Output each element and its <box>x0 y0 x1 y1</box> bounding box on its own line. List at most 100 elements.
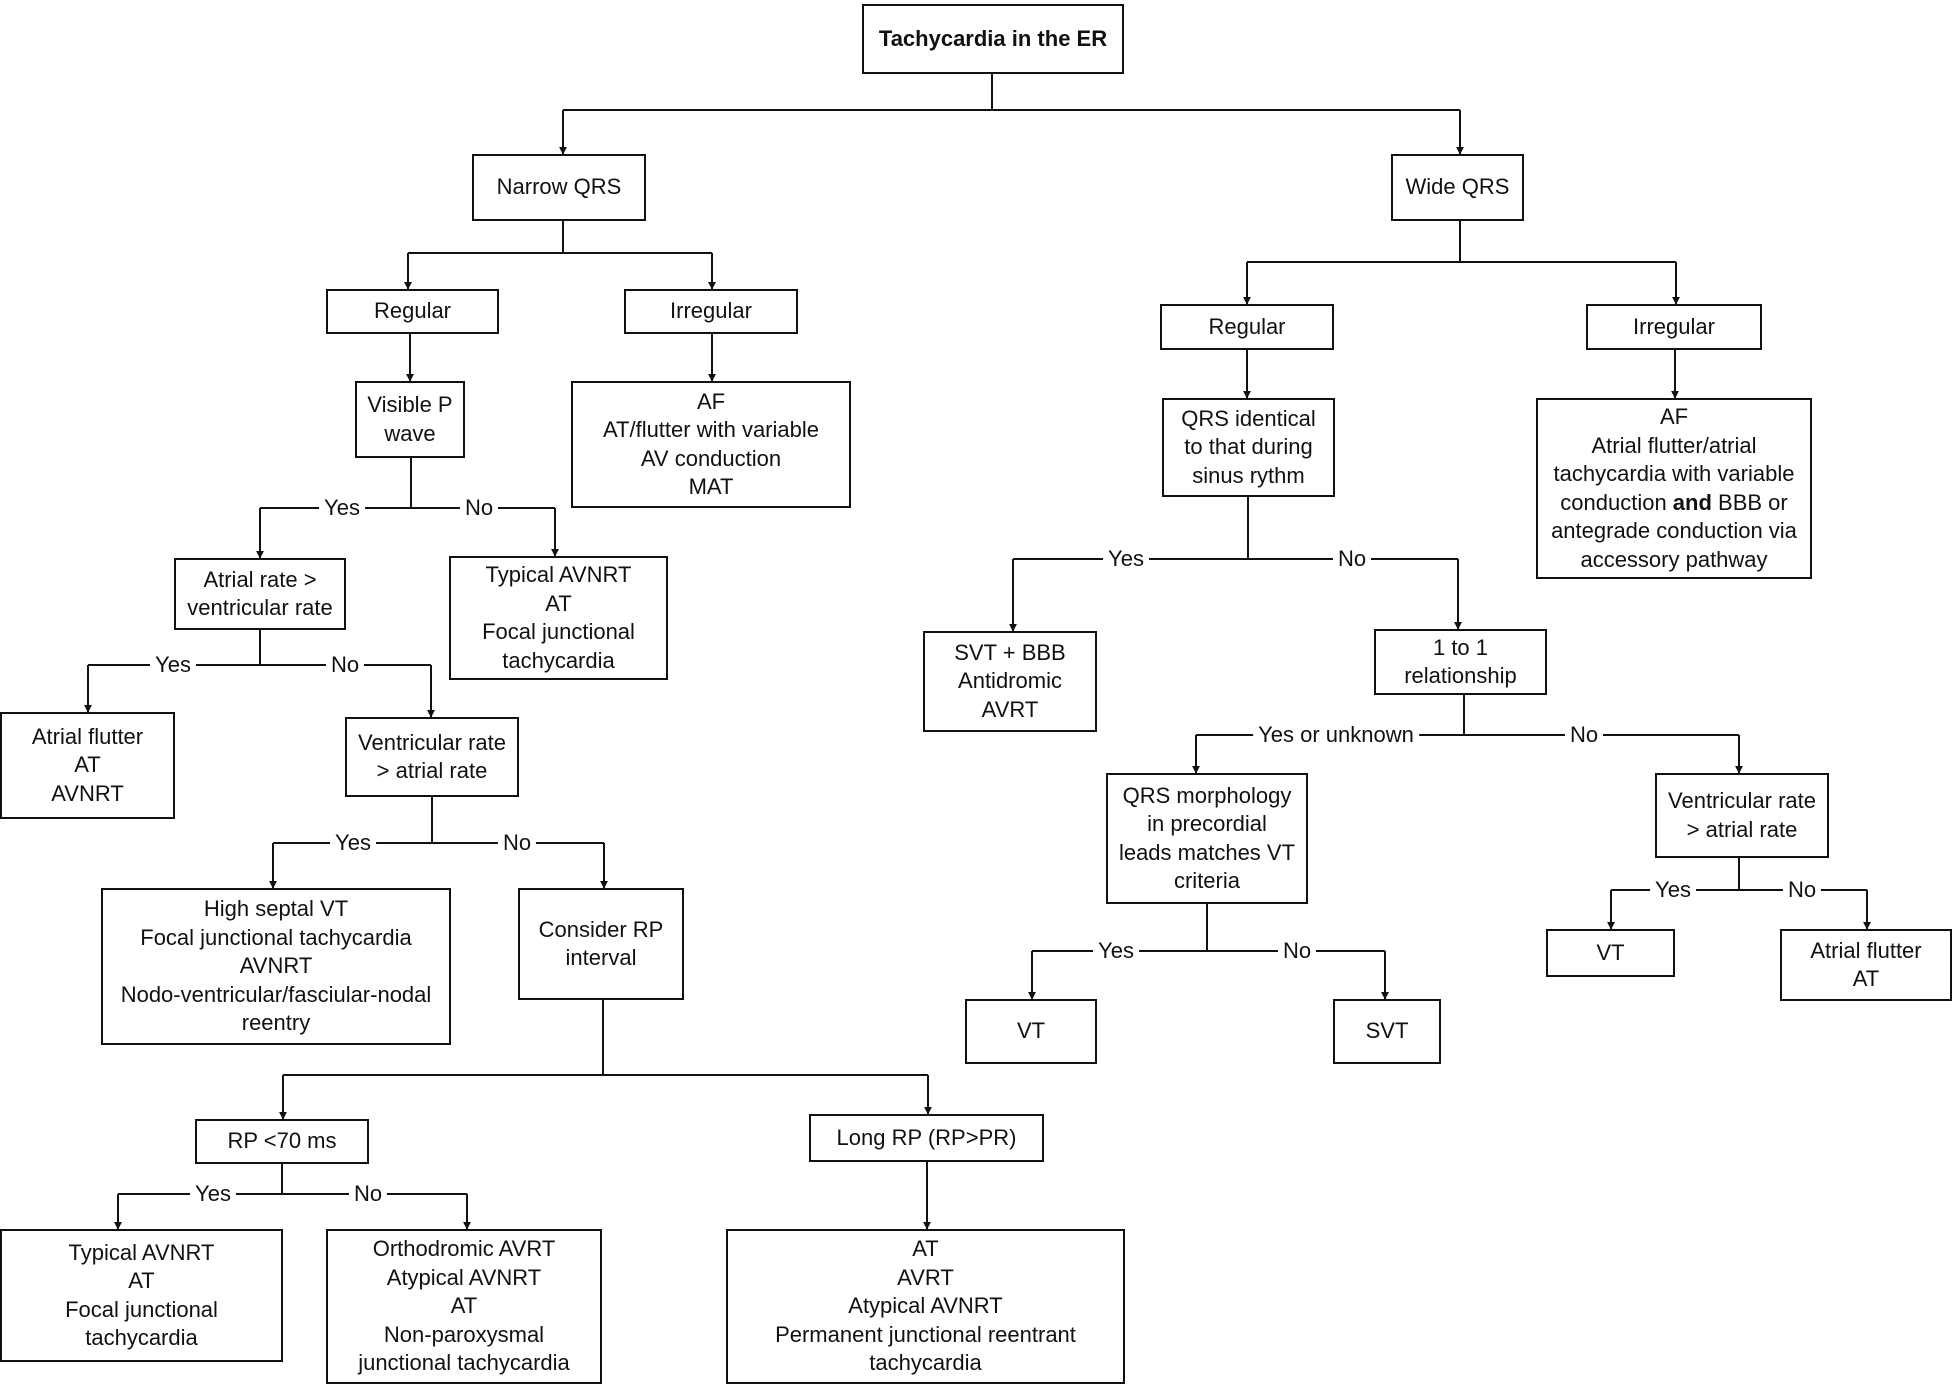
node-line: AT <box>1852 966 1880 991</box>
node-line: AV conduction <box>640 445 782 471</box>
node-line: Typical AVNRT <box>485 562 632 587</box>
node-narrow-qrs: Narrow QRS <box>472 154 646 221</box>
node-line: reentry <box>241 1010 311 1036</box>
node-line: > atrial rate <box>1686 816 1798 842</box>
edge-label-vent-gt-atrial-n-yes: Yes <box>330 830 376 856</box>
node-line: Atrial rate > <box>203 566 317 592</box>
node-line: Orthodromic AVRT <box>372 1236 556 1262</box>
node-line: AT <box>128 1268 155 1293</box>
node-line: Atrial flutter <box>1810 937 1922 963</box>
node-line: AT <box>74 752 101 778</box>
node-ventricular-gt-atrial-wide: Ventricular rate > atrial rate <box>1655 773 1829 858</box>
edge-label-qrs-morph-no: No <box>1277 938 1317 964</box>
node-vt-result-2: VT <box>1546 929 1675 977</box>
node-line: Non-paroxysmal <box>383 1321 545 1347</box>
edge-label-vent-gt-atrial-w-no: No <box>1782 877 1822 903</box>
edge-label-visible-p-yes: Yes <box>319 495 365 521</box>
node-line: junctional tachycardia <box>358 1350 570 1376</box>
node-atrial-flutter-result: Atrial flutter AT AVNRT <box>0 712 175 819</box>
node-line: AVRT <box>897 1264 954 1290</box>
node-line: 1 to 1 <box>1432 634 1489 660</box>
node-line: accessory pathway <box>1580 546 1768 572</box>
node-line: Ventricular rate <box>358 729 506 755</box>
node-line: > atrial rate <box>376 758 488 783</box>
edge-label-atrial-gt-vent-yes: Yes <box>150 652 196 678</box>
node-root: Tachycardia in the ER <box>862 4 1124 74</box>
node-line: Focal junctional <box>482 619 635 644</box>
node-atrial-flutter-at-result: Atrial flutter AT <box>1780 929 1952 1001</box>
node-line: wave <box>384 420 436 446</box>
node-narrow-irregular: Irregular <box>624 289 798 334</box>
node-line: SVT + BBB <box>954 639 1066 665</box>
node-wide-irregular-result: AF Atrial flutter/atrial tachycardia wit… <box>1536 398 1812 579</box>
node-line: antegrade conduction via <box>1551 518 1797 543</box>
edge-label-qrs-morph-yes: Yes <box>1093 938 1139 964</box>
edge-label-rp-lt70-yes: Yes <box>190 1181 236 1207</box>
node-line: QRS identical <box>1181 405 1316 431</box>
node-line: tachycardia <box>869 1350 982 1376</box>
node-line: Atypical AVNRT <box>848 1293 1003 1319</box>
node-line: AT <box>450 1293 478 1319</box>
node-visible-p-wave: Visible P wave <box>355 381 465 458</box>
node-line: AVNRT <box>51 780 124 806</box>
node-line: AT <box>545 590 572 616</box>
node-svt-bbb-result: SVT + BBB Antidromic AVRT <box>923 631 1097 732</box>
node-rp-yes-result: Typical AVNRT AT Focal junctional tachyc… <box>0 1229 283 1362</box>
node-line: AF <box>696 388 726 414</box>
node-line: ventricular rate <box>187 595 333 620</box>
node-ventricular-gt-atrial-narrow: Ventricular rate > atrial rate <box>345 717 519 797</box>
node-line: Atrial flutter/atrial <box>1591 432 1757 458</box>
node-line: Consider RP <box>538 916 664 942</box>
node-line: criteria <box>1173 868 1240 893</box>
node-high-septal-result: High septal VT Focal junctional tachycar… <box>101 888 451 1045</box>
edge-label-atrial-gt-vent-no: No <box>325 652 365 678</box>
node-line: tachycardia <box>85 1325 198 1350</box>
node-line: AF <box>1659 404 1689 429</box>
node-line: Atypical AVNRT <box>386 1264 542 1290</box>
node-one-to-one: 1 to 1 relationship <box>1374 629 1547 695</box>
edge-label-one-to-one-yes: Yes or unknown <box>1253 722 1419 748</box>
node-line: conduction and BBB or <box>1560 489 1787 518</box>
node-line: Focal junctional <box>65 1296 218 1322</box>
text-segment: conduction <box>1560 489 1673 515</box>
edge-label-qrs-identical-yes: Yes <box>1103 546 1149 572</box>
node-line: tachycardia with variable <box>1553 461 1795 486</box>
edge-label-vent-gt-atrial-w-yes: Yes <box>1650 877 1696 903</box>
node-no-p-result: Typical AVNRT AT Focal junctional tachyc… <box>449 556 668 680</box>
node-line: relationship <box>1404 663 1517 688</box>
node-line: sinus rythm <box>1192 462 1305 488</box>
node-wide-qrs: Wide QRS <box>1391 154 1524 221</box>
node-atrial-gt-ventricular: Atrial rate > ventricular rate <box>174 558 346 630</box>
node-line: Atrial flutter <box>31 723 144 749</box>
node-line: QRS morphology <box>1122 782 1292 808</box>
edge-label-visible-p-no: No <box>459 495 499 521</box>
edge-label-vent-gt-atrial-n-no: No <box>497 830 537 856</box>
node-line: AT <box>912 1236 939 1262</box>
text-segment: BBB or <box>1711 489 1788 515</box>
node-line: Typical AVNRT <box>68 1239 215 1265</box>
node-line: Visible P <box>367 392 453 417</box>
node-narrow-regular: Regular <box>326 289 499 334</box>
node-long-rp-result: AT AVRT Atypical AVNRT Permanent junctio… <box>726 1229 1125 1384</box>
node-line: Focal junctional tachycardia <box>140 924 412 950</box>
node-consider-rp: Consider RP interval <box>518 888 684 1000</box>
node-line: High septal VT <box>203 896 349 922</box>
node-svt-result: SVT <box>1333 999 1441 1064</box>
node-line: MAT <box>688 474 734 499</box>
node-rp-no-result: Orthodromic AVRT Atypical AVNRT AT Non-p… <box>326 1229 602 1384</box>
node-line: Ventricular rate <box>1668 788 1816 813</box>
node-line: AVNRT <box>239 953 313 979</box>
node-line: AVRT <box>981 696 1039 722</box>
edge-label-one-to-one-no: No <box>1564 722 1604 748</box>
node-line: interval <box>565 945 637 970</box>
node-wide-regular: Regular <box>1160 304 1334 350</box>
node-line: Permanent junctional reentrant <box>775 1321 1076 1347</box>
edge-label-qrs-identical-no: No <box>1332 546 1372 572</box>
node-vt-result-1: VT <box>965 999 1097 1064</box>
node-line: to that during <box>1184 434 1313 460</box>
text-bold-segment: and <box>1672 489 1712 515</box>
node-line: Nodo-ventricular/fasciular-nodal <box>120 981 432 1007</box>
node-line: AT/flutter with variable <box>602 417 819 442</box>
